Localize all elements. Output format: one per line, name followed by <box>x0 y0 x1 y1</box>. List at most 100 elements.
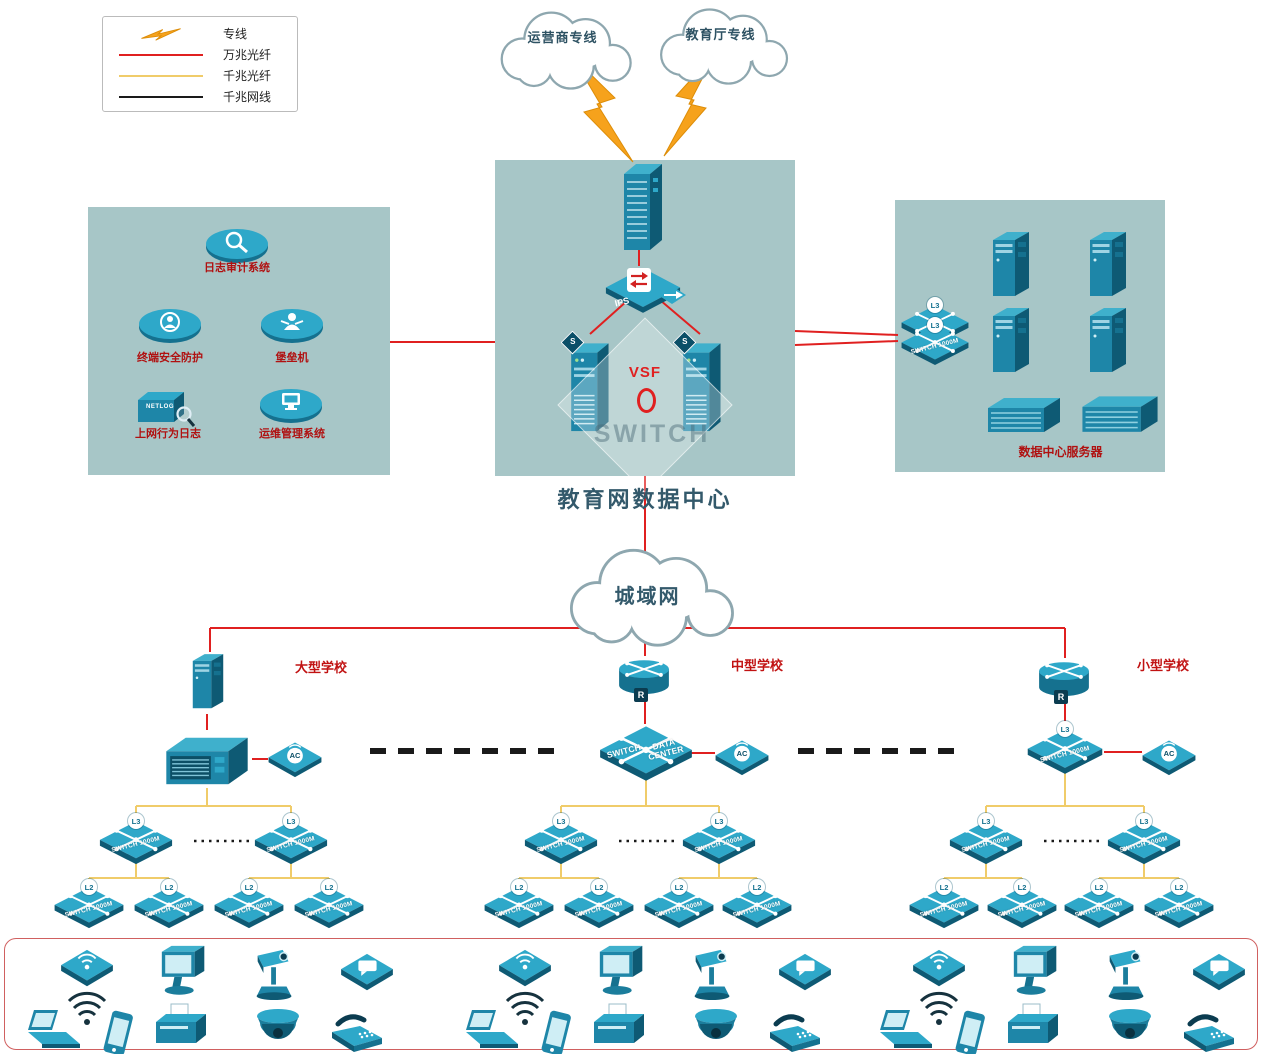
ac-label: AC <box>736 749 748 758</box>
medium-school-label: 中型学校 <box>730 658 783 673</box>
lightning-bolt-carrier <box>571 55 634 163</box>
l2-badge: L2 <box>936 879 952 895</box>
1g-fiber-links <box>88 772 1180 886</box>
l3-badge: L3 <box>1057 721 1073 737</box>
server-farm-label: 数据中心服务器 <box>1018 445 1103 459</box>
legend-row-1g-copper: 千兆网线 <box>103 86 297 107</box>
desktop-pc-icon <box>1013 945 1057 995</box>
desktop-pc-icon <box>599 945 643 995</box>
l3-badge: L3 <box>711 813 727 829</box>
l2-badge: L2 <box>81 879 97 895</box>
laptop-icon <box>466 1010 518 1048</box>
core-chassis-icon <box>165 737 249 785</box>
lightning-bolt-education <box>663 51 717 157</box>
bastion-host-label: 堡垒机 <box>275 352 309 364</box>
legend-label: 千兆光纤 <box>223 69 272 83</box>
legend: 专线 万兆光纤 千兆光纤 千兆网线 <box>102 16 298 112</box>
printer-icon <box>155 1003 207 1044</box>
datacenter-access-switch: L3 <box>900 297 970 358</box>
endpoint-devices-panel <box>4 938 1258 1050</box>
ips-module-icon <box>627 268 651 292</box>
fax-phone-icon <box>1178 1006 1240 1054</box>
yellow-line-icon <box>113 74 209 77</box>
printer-icon <box>593 1003 645 1044</box>
legend-label: 万兆光纤 <box>223 48 272 62</box>
l2-badge: L2 <box>511 879 527 895</box>
chat-device-icon <box>341 953 393 991</box>
carrier-cloud-label: 运营商专线 <box>527 30 598 45</box>
printer-icon <box>1007 1003 1059 1044</box>
l3-badge: L3 <box>128 813 144 829</box>
l2-badge: L2 <box>1014 879 1030 895</box>
datacenter-title: 教育网数据中心 <box>557 487 733 512</box>
vsf-label: VSF <box>628 364 662 381</box>
netlog-system-label: 上网行为日志 <box>135 428 201 440</box>
l3-badge: L3 <box>927 317 943 333</box>
dome-camera-icon <box>1109 1009 1151 1039</box>
netlog-icon: NETLOG <box>132 384 202 430</box>
red-line-icon <box>113 53 209 56</box>
l2-badge: L2 <box>591 879 607 895</box>
man-cloud-label: 城域网 <box>614 586 681 608</box>
dome-camera-icon <box>695 1009 737 1039</box>
l2-badge: L2 <box>1171 879 1187 895</box>
large-school-label: 大型学校 <box>294 660 347 675</box>
carrier-cloud-icon <box>483 6 639 90</box>
l3-badge: L3 <box>553 813 569 829</box>
lightning-icon <box>113 26 209 42</box>
chat-device-icon <box>1193 953 1245 991</box>
endpoint-security-icon <box>139 309 201 343</box>
l2-badge: L2 <box>321 879 337 895</box>
server-icon <box>1090 308 1126 372</box>
l2-badge: L2 <box>161 879 177 895</box>
legend-label: 千兆网线 <box>223 90 272 104</box>
l3-badge: L3 <box>283 813 299 829</box>
wireless-ac-controller: AC <box>1140 738 1198 778</box>
ops-management-icon <box>260 389 322 423</box>
netlog-label: NETLOG <box>146 404 174 410</box>
ac-label: AC <box>289 751 301 760</box>
education-cloud-icon <box>643 3 795 85</box>
smartphone-icon <box>540 1009 572 1054</box>
router-badge: R <box>1054 690 1068 704</box>
ptz-camera-icon <box>255 949 293 1001</box>
education-cloud-label: 教育厅专线 <box>685 27 756 42</box>
l3-badge: L3 <box>1136 813 1152 829</box>
l3-badge: L3 <box>927 297 943 313</box>
server-icon <box>993 308 1029 372</box>
ops-management-label: 运维管理系统 <box>259 428 325 440</box>
wireless-ac-controller: AC <box>713 738 771 778</box>
rack-server-icon <box>987 397 1061 433</box>
server-icon <box>993 232 1029 296</box>
endpoint-security-label: 终端安全防护 <box>137 352 203 364</box>
black-line-icon <box>113 95 209 98</box>
l3-badge: L3 <box>978 813 994 829</box>
log-audit-label: 日志审计系统 <box>204 262 270 274</box>
vsf-link-icon <box>637 388 656 413</box>
l2-badge: L2 <box>1091 879 1107 895</box>
legend-row-1g-fiber: 千兆光纤 <box>103 65 297 86</box>
rack-server-icon <box>1081 395 1159 433</box>
ac-label: AC <box>1163 749 1175 758</box>
l2-badge: L2 <box>241 879 257 895</box>
router-badge: R <box>634 688 648 702</box>
chat-device-icon <box>779 953 831 991</box>
fax-phone-icon <box>764 1006 826 1054</box>
